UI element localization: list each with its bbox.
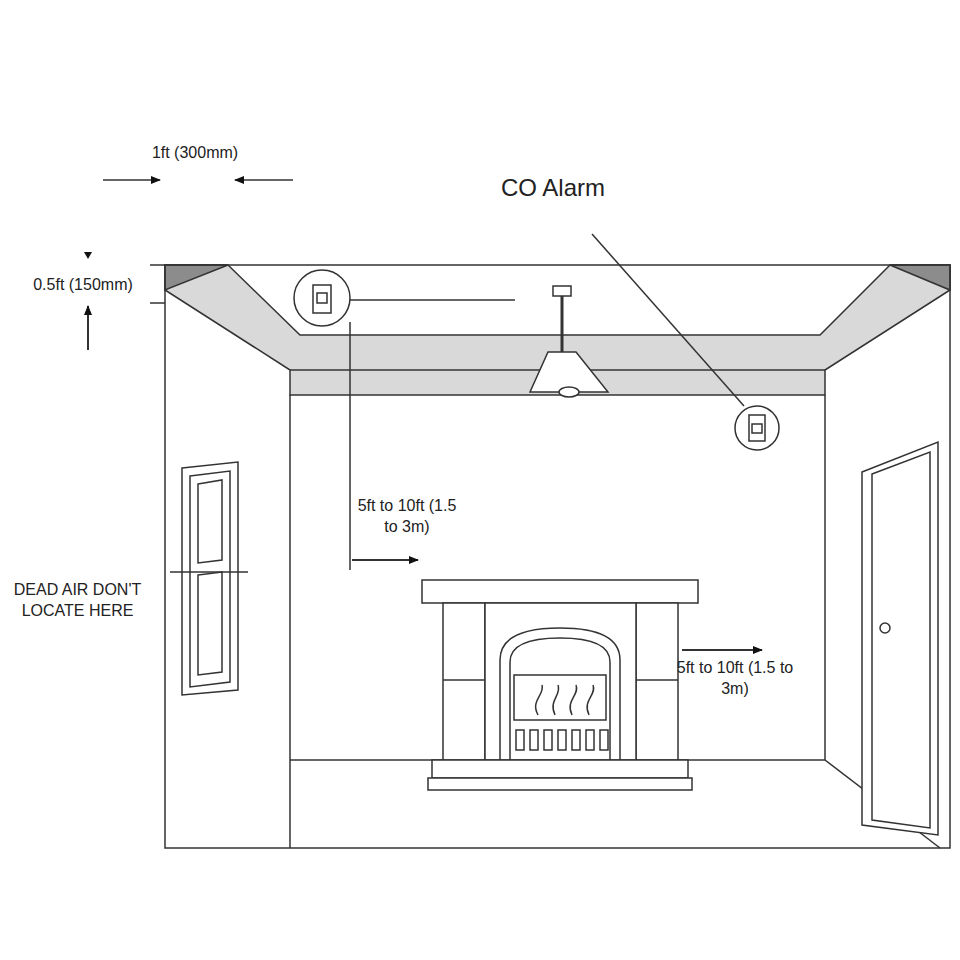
warning-note: DEAD AIR DON'T LOCATE HERE	[0, 580, 155, 622]
distance-label: 5ft to 10ft (1.5 to 3m)	[352, 496, 462, 538]
distance-label: 5ft to 10ft (1.5 to 3m)	[675, 658, 795, 700]
callout-label: CO Alarm	[478, 172, 628, 203]
dimension-label: 1ft (300mm)	[130, 143, 260, 164]
dimension-label: 0.5ft (150mm)	[8, 275, 158, 296]
